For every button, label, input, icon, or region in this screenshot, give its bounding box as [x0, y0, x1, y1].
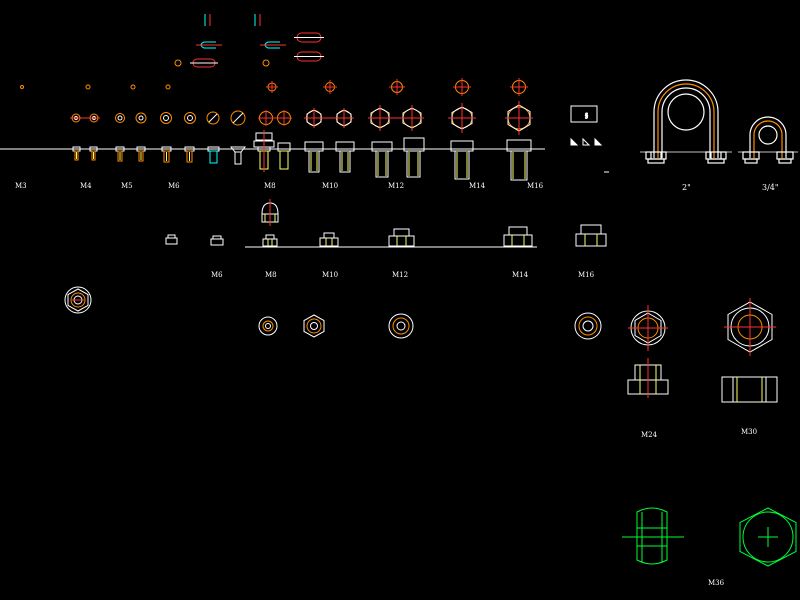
nut-top-left [64, 286, 92, 314]
nut-top-m10 [303, 314, 325, 338]
nut-side-view-row [165, 199, 607, 248]
u-bolt-large-label: 2" [682, 183, 691, 192]
bolt-label-m14: M14 [469, 182, 486, 190]
bolt-side-view-row [72, 130, 532, 181]
bolt-label-m10: M10 [322, 182, 338, 190]
nut-label-m12: M12 [392, 271, 408, 279]
nut-label-m10: M10 [322, 271, 338, 279]
split-pin-group [174, 14, 324, 68]
u-bolt-small [738, 116, 798, 164]
nut-m36-top [739, 507, 797, 567]
nut-label-m6: M6 [211, 271, 223, 279]
bolt-label-m3: M3 [15, 182, 27, 190]
u-bolt-small-label: 3/4" [762, 183, 779, 192]
nut-label-m16: M16 [578, 271, 595, 279]
nut-label-m14: M14 [512, 271, 529, 279]
nut-top-view-row [64, 286, 602, 340]
nut-label-m30: M30 [741, 428, 757, 436]
bolt-label-m16: M16 [527, 182, 544, 190]
nut-m30 [721, 298, 778, 403]
nut-label-m8: M8 [265, 271, 277, 279]
bolt-head-top-view-row [70, 101, 533, 135]
u-bolt-large [640, 79, 732, 164]
nut-top-m12 [388, 313, 414, 339]
bolt-label-m5: M5 [121, 182, 133, 190]
bolt-label-m8: M8 [264, 182, 276, 190]
nut-label-m36: M36 [708, 579, 725, 587]
nut-top-m8 [258, 316, 278, 336]
nut-label-m24: M24 [641, 431, 658, 439]
bolt-size-labels: M3 M4 M5 M6 M8 M10 M12 M14 M16 [15, 182, 544, 190]
bolt-label-m4: M4 [80, 182, 92, 190]
nut-top-view-row-small [20, 78, 528, 96]
nut-m36-side [622, 507, 684, 565]
nut-m24 [627, 305, 669, 398]
nut-size-labels: M6 M8 M10 M12 M14 M16 [211, 271, 595, 279]
symbol-block: § [570, 105, 609, 173]
bolt-label-m12: M12 [388, 182, 404, 190]
svg-text:§: § [585, 113, 588, 120]
nut-top-m16 [574, 312, 602, 340]
bolt-label-m6: M6 [168, 182, 180, 190]
